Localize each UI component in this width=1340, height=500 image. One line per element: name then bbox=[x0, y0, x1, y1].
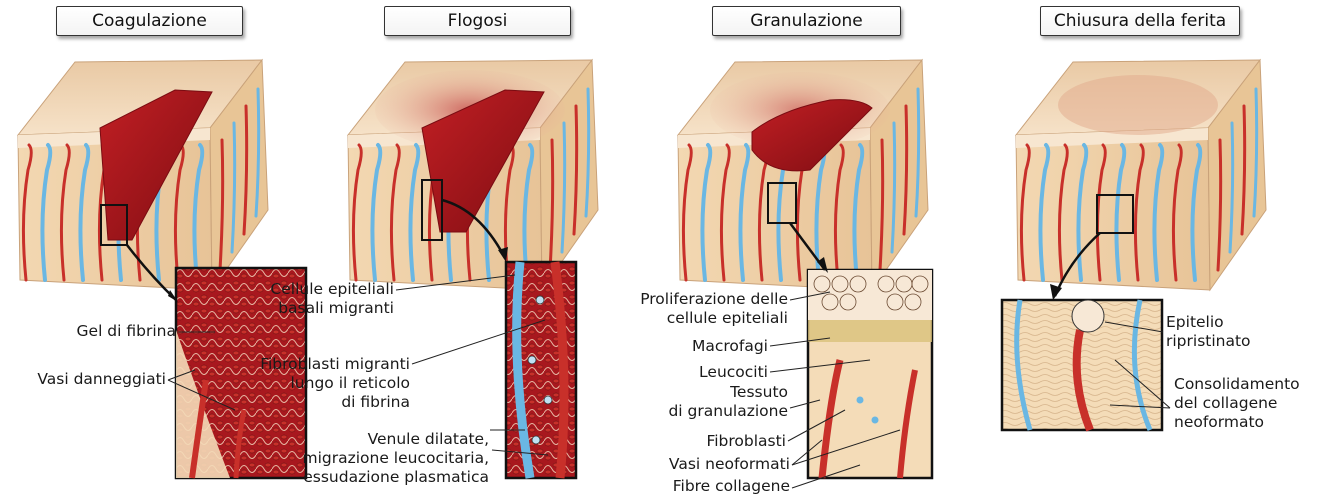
label-vasi-neoformati: Vasi neoformati bbox=[630, 455, 790, 474]
label-leucociti: Leucociti bbox=[660, 363, 768, 382]
label-cellule-epiteliali: Cellule epiteliali basali migranti bbox=[270, 280, 394, 318]
label-venule-dilatate: Venule dilatate, migrazione leucocitaria… bbox=[255, 430, 489, 487]
label-tessuto-granulazione: Tessuto di granulazione bbox=[640, 383, 788, 421]
skin-block-granulazione bbox=[678, 60, 928, 290]
label-proliferazione: Proliferazione delle cellule epiteliali bbox=[606, 290, 788, 328]
skin-block-coagulazione bbox=[18, 60, 268, 290]
panel-title-granulazione: Granulazione bbox=[712, 6, 901, 36]
label-fibroblasti-migranti: Fibroblasti migranti lungo il reticolo d… bbox=[245, 355, 410, 412]
inset-flogosi bbox=[506, 262, 576, 478]
label-fibroblasti: Fibroblasti bbox=[660, 432, 786, 451]
inset-granulazione bbox=[808, 270, 932, 478]
label-macrofagi: Macrofagi bbox=[660, 337, 768, 356]
label-epitelio-ripristinato: Epitelio ripristinato bbox=[1166, 313, 1286, 351]
skin-block-chiusura bbox=[1016, 60, 1266, 290]
label-vasi-danneggiati: Vasi danneggiati bbox=[10, 370, 166, 389]
panel-title-flogosi: Flogosi bbox=[384, 6, 571, 36]
label-fibre-collagene: Fibre collagene bbox=[630, 477, 790, 496]
panel-title-chiusura: Chiusura della ferita bbox=[1040, 6, 1240, 36]
inset-chiusura bbox=[1002, 300, 1162, 430]
skin-block-flogosi bbox=[348, 60, 598, 290]
panel-title-coagulazione: Coagulazione bbox=[56, 6, 243, 36]
label-gel-fibrina: Gel di fibrina bbox=[40, 322, 176, 341]
label-consolidamento-collagene: Consolidamento del collagene neoformato bbox=[1174, 375, 1324, 432]
